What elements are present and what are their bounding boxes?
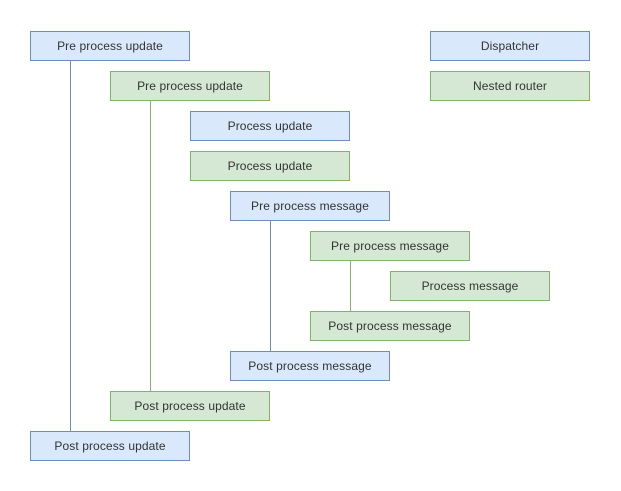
legend-item-1[interactable]: Nested router (430, 71, 590, 101)
node-label: Pre process update (57, 39, 163, 53)
connector-conn-outer-dispatcher (70, 61, 71, 431)
node-label: Post process message (328, 319, 452, 333)
node-label: Process update (227, 119, 313, 133)
node-label: Post process update (134, 399, 246, 413)
node-label: Post process update (54, 439, 166, 453)
node-process-update-nested[interactable]: Process update (190, 151, 350, 181)
node-pre-process-message-nested[interactable]: Pre process message (310, 231, 470, 261)
node-post-process-message-nested[interactable]: Post process message (310, 311, 470, 341)
connector-conn-outer-nested (150, 101, 151, 391)
connector-conn-inner-dispatcher (270, 221, 271, 351)
node-label: Dispatcher (480, 39, 540, 53)
node-label: Process message (421, 279, 519, 293)
node-process-message-nested[interactable]: Process message (390, 271, 550, 301)
node-pre-process-message-dispatcher[interactable]: Pre process message (230, 191, 390, 221)
node-post-process-update-dispatcher[interactable]: Post process update (30, 431, 190, 461)
node-label: Nested router (472, 79, 547, 93)
node-label: Pre process message (251, 199, 369, 213)
node-label: Post process message (248, 359, 372, 373)
node-post-process-update-nested[interactable]: Post process update (110, 391, 270, 421)
node-pre-process-update-nested[interactable]: Pre process update (110, 71, 270, 101)
legend-item-0[interactable]: Dispatcher (430, 31, 590, 61)
node-label: Pre process message (331, 239, 449, 253)
node-label: Process update (227, 159, 313, 173)
node-label: Pre process update (137, 79, 243, 93)
node-process-update-dispatcher[interactable]: Process update (190, 111, 350, 141)
node-pre-process-update-dispatcher[interactable]: Pre process update (30, 31, 190, 61)
connector-conn-inner-nested (350, 261, 351, 311)
node-post-process-message-dispatcher[interactable]: Post process message (230, 351, 390, 381)
